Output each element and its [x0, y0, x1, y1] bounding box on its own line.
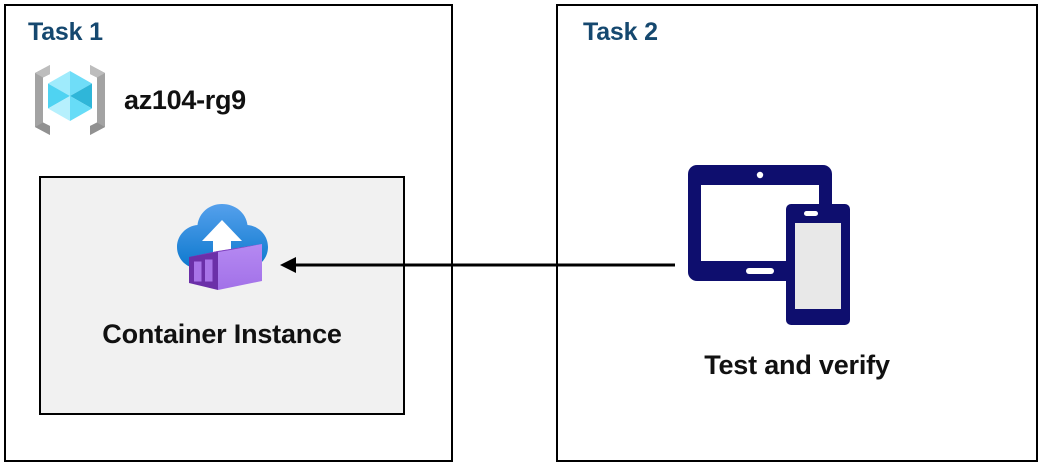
azure-container-instance-icon [177, 204, 268, 290]
arrow-task2-to-container-instance [280, 257, 675, 273]
container-instance-node: Container Instance [39, 176, 405, 415]
container-instance-label: Container Instance [102, 319, 342, 349]
panel-task-2-title: Task 2 [583, 18, 658, 46]
resource-group-row: az104-rg9 [30, 62, 246, 138]
azure-resource-group-icon [35, 65, 105, 135]
panel-task-1-title: Task 1 [28, 18, 103, 46]
test-and-verify-label: Test and verify [704, 350, 890, 380]
resource-group-label: az104-rg9 [124, 84, 246, 115]
tablet-and-phone-devices-icon [688, 165, 850, 325]
